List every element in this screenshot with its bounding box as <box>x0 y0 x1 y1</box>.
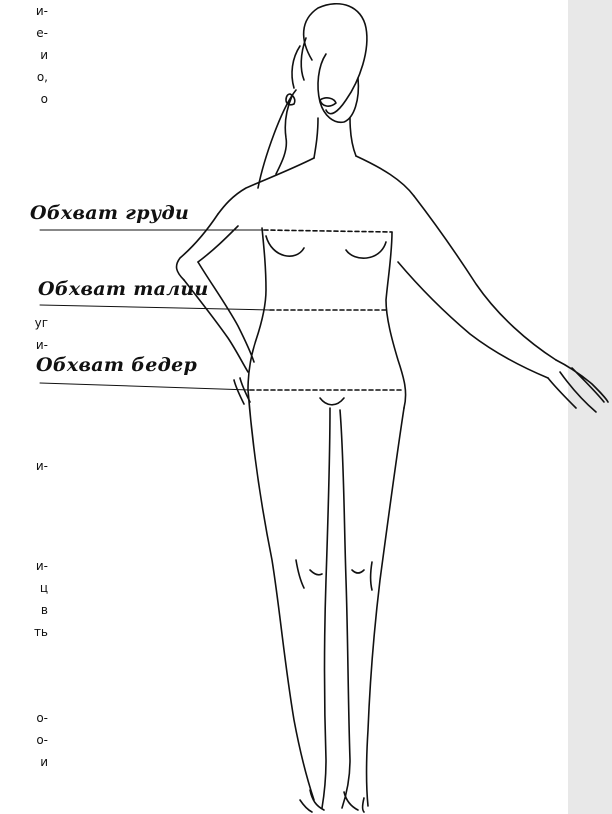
right-foot <box>344 792 364 812</box>
torso-left <box>248 228 266 390</box>
waist-label: Обхват талии <box>38 278 209 300</box>
right-knee <box>352 562 372 590</box>
left-shoulder <box>218 158 314 214</box>
bust-left <box>266 236 304 256</box>
left-leg-inner <box>322 408 330 808</box>
hips-leader-line <box>40 383 250 390</box>
left-knee <box>296 560 322 588</box>
right-upper-arm-outer <box>414 196 556 360</box>
bust-right <box>346 242 386 258</box>
left-leg-outer <box>248 390 314 800</box>
torso-right <box>386 232 406 408</box>
right-hand <box>548 360 608 412</box>
hips-label: Обхват бедер <box>36 354 197 376</box>
right-leg-inner <box>340 410 350 808</box>
crotch <box>320 398 344 405</box>
bust-measure-line <box>264 230 392 232</box>
bust-label: Обхват груди <box>30 202 189 224</box>
hair-strands <box>292 38 306 88</box>
face <box>318 54 358 122</box>
mouth <box>320 98 336 106</box>
waist-leader-line <box>40 305 270 310</box>
left-forearm-inner <box>198 262 254 362</box>
right-leg-outer <box>367 408 405 806</box>
neck <box>314 118 356 158</box>
right-shoulder <box>356 156 414 196</box>
left-upper-arm-inner <box>198 226 238 262</box>
